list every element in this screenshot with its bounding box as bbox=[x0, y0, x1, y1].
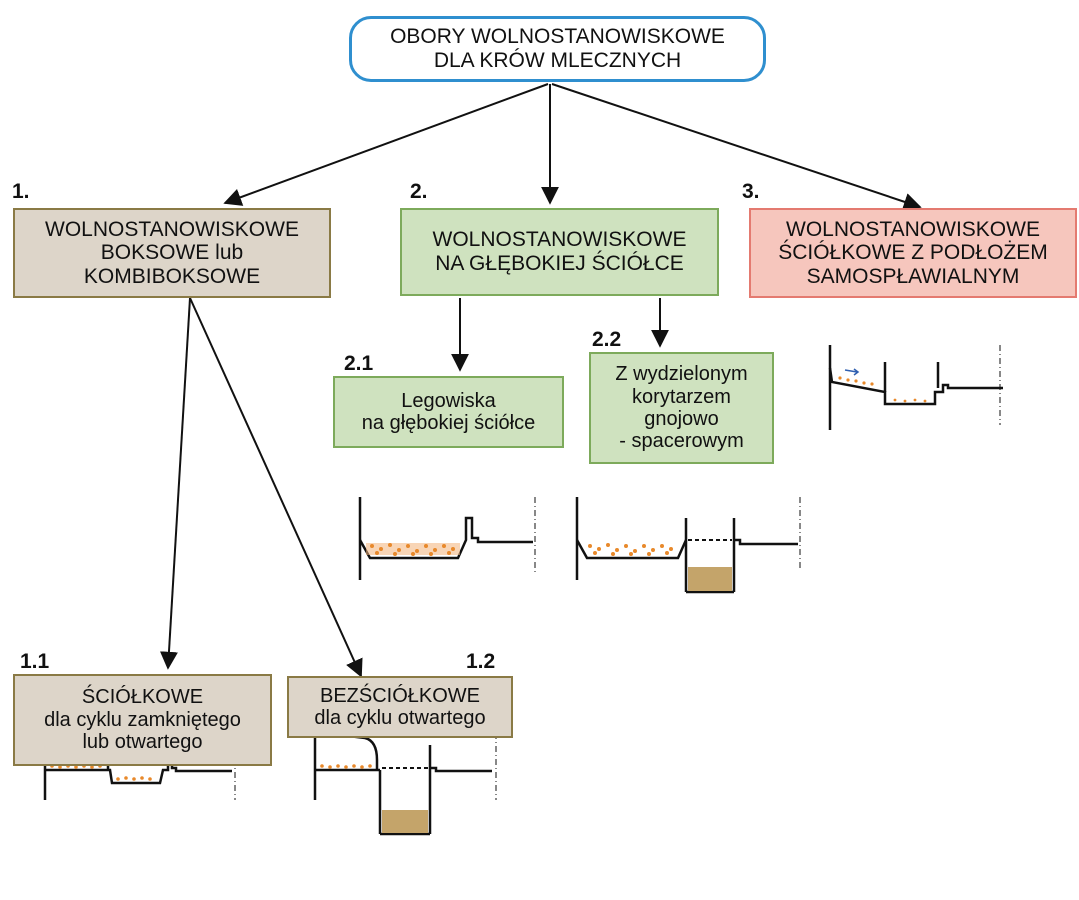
node-2-1-line-1: Legowiska bbox=[401, 389, 496, 412]
arrow-1-to-1-2 bbox=[189, 297, 363, 678]
cross-section-sketch-3 bbox=[828, 345, 1003, 430]
manure-channel-1-2 bbox=[382, 810, 428, 833]
node-1-1-line-1: ŚCIÓŁKOWE bbox=[81, 686, 204, 709]
node-2-box: WOLNOSTANOWISKOWE NA GŁĘBOKIEJ ŚCIÓŁCE bbox=[400, 208, 719, 296]
connector-arrows bbox=[159, 83, 922, 678]
node-1-line-2: BOKSOWE lub bbox=[100, 241, 244, 265]
arrow-root-to-1 bbox=[223, 83, 549, 206]
node-2-number: 2. bbox=[410, 180, 428, 203]
node-1-2-line-2: dla cyklu otwartego bbox=[314, 707, 486, 729]
node-1-1-box: ŚCIÓŁKOWE dla cyklu zamkniętego lub otwa… bbox=[13, 674, 272, 766]
node-1-box: WOLNOSTANOWISKOWE BOKSOWE lub KOMBIBOKSO… bbox=[13, 208, 331, 298]
arrow-root-to-3 bbox=[551, 83, 922, 211]
cross-section-sketch-2-1 bbox=[358, 497, 536, 580]
node-1-1-number: 1.1 bbox=[20, 650, 50, 673]
node-2-2-line-2: korytarzem bbox=[632, 385, 731, 408]
root-title-box: OBORY WOLNOSTANOWISKOWE DLA KRÓW MLECZNY… bbox=[349, 16, 766, 82]
node-1-number: 1. bbox=[12, 180, 30, 203]
node-2-1-line-2: na głębokiej ściółce bbox=[361, 412, 536, 434]
node-1-1-line-2: dla cyklu zamkniętego bbox=[44, 708, 241, 731]
node-3-line-1: WOLNOSTANOWISKOWE bbox=[786, 217, 1040, 241]
node-2-2-line-1: Z wydzielonym bbox=[615, 363, 748, 386]
node-3-box: WOLNOSTANOWISKOWE ŚCIÓŁKOWE Z PODŁOŻEM S… bbox=[749, 208, 1077, 298]
node-3-number: 3. bbox=[742, 180, 760, 203]
root-title-line-2: DLA KRÓW MLECZNYCH bbox=[433, 49, 682, 72]
node-2-2-line-4: - spacerowym bbox=[619, 430, 744, 453]
node-2-2-number: 2.2 bbox=[592, 328, 622, 351]
manure-channel-2-2 bbox=[688, 567, 732, 591]
node-2-line-2: NA GŁĘBOKIEJ ŚCIÓŁCE bbox=[435, 252, 684, 275]
litter-layer-2-2 bbox=[588, 543, 673, 556]
litter-layer-2-1 bbox=[366, 543, 460, 556]
cross-section-sketch-1-2 bbox=[313, 720, 497, 836]
node-3-line-3: SAMOSPŁAWIALNYM bbox=[806, 264, 1020, 288]
node-2-2-box: Z wydzielonym korytarzem gnojowo - space… bbox=[589, 352, 774, 464]
litter-dots-sketch-3 bbox=[838, 376, 927, 403]
litter-layer-1-2 bbox=[320, 764, 372, 769]
node-1-2-box: BEZŚCIÓŁKOWE dla cyklu otwartego bbox=[287, 676, 513, 738]
node-1-2-number: 1.2 bbox=[466, 650, 496, 673]
node-1-2-line-1: BEZŚCIÓŁKOWE bbox=[319, 684, 481, 707]
node-2-line-1: WOLNOSTANOWISKOWE bbox=[432, 228, 687, 252]
litter-layer-1-1 bbox=[50, 764, 152, 781]
arrow-1-to-1-1 bbox=[159, 297, 191, 670]
node-2-1-box: Legowiska na głębokiej ściółce bbox=[333, 376, 564, 448]
root-title-line-1: OBORY WOLNOSTANOWISKOWE bbox=[390, 25, 725, 49]
node-1-line-1: WOLNOSTANOWISKOWE bbox=[45, 217, 299, 241]
node-3-line-2: ŚCIÓŁKOWE Z PODŁOŻEM bbox=[778, 241, 1048, 265]
node-2-2-line-3: gnojowo bbox=[644, 408, 719, 430]
node-1-1-line-3: lub otwartego bbox=[82, 731, 203, 754]
node-1-line-3: KOMBIBOKSOWE bbox=[83, 264, 261, 288]
cross-section-sketch-2-2 bbox=[575, 497, 801, 594]
node-2-1-number: 2.1 bbox=[344, 352, 374, 375]
